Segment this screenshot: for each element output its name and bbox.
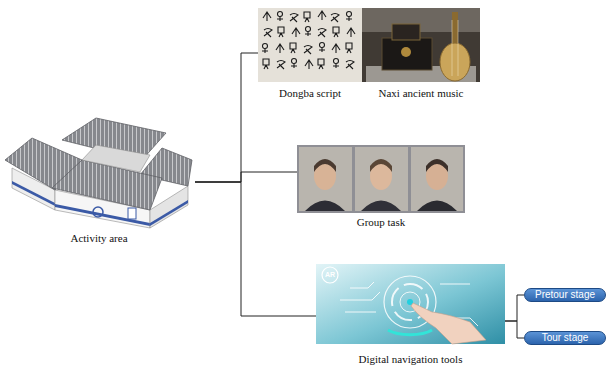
bracket-connector (505, 295, 524, 321)
naxi-music-image (362, 8, 480, 82)
image-caption: Activity area (0, 232, 215, 245)
stage-label: Tour stage (542, 332, 589, 344)
stage-label: Pretour stage (535, 289, 595, 301)
bracket-connector (195, 182, 316, 316)
image-node: Naxi ancient music (362, 8, 480, 100)
ar-badge-text: AR (322, 270, 338, 280)
bracket-connector (505, 321, 524, 338)
image-caption: Digital navigation tools (296, 353, 525, 366)
bracket-connector (195, 53, 258, 182)
image-caption: Naxi ancient music (342, 87, 500, 100)
activity-area-node: Activity area (3, 112, 195, 245)
image-node: Digital navigation tools (316, 264, 505, 366)
stage-pill: Pretour stage (524, 288, 606, 302)
stage-pill: Tour stage (524, 331, 606, 345)
image-node: Dongba script (258, 8, 362, 100)
ar-navigation-image (316, 264, 505, 344)
group-task-image (297, 145, 465, 213)
dongba-script-image (258, 8, 362, 82)
image-caption: Dongba script (238, 87, 382, 100)
bracket-connector (195, 172, 297, 182)
building-illustration (5, 118, 192, 228)
image-node: Group task (297, 145, 465, 229)
image-caption: Group task (277, 216, 485, 229)
